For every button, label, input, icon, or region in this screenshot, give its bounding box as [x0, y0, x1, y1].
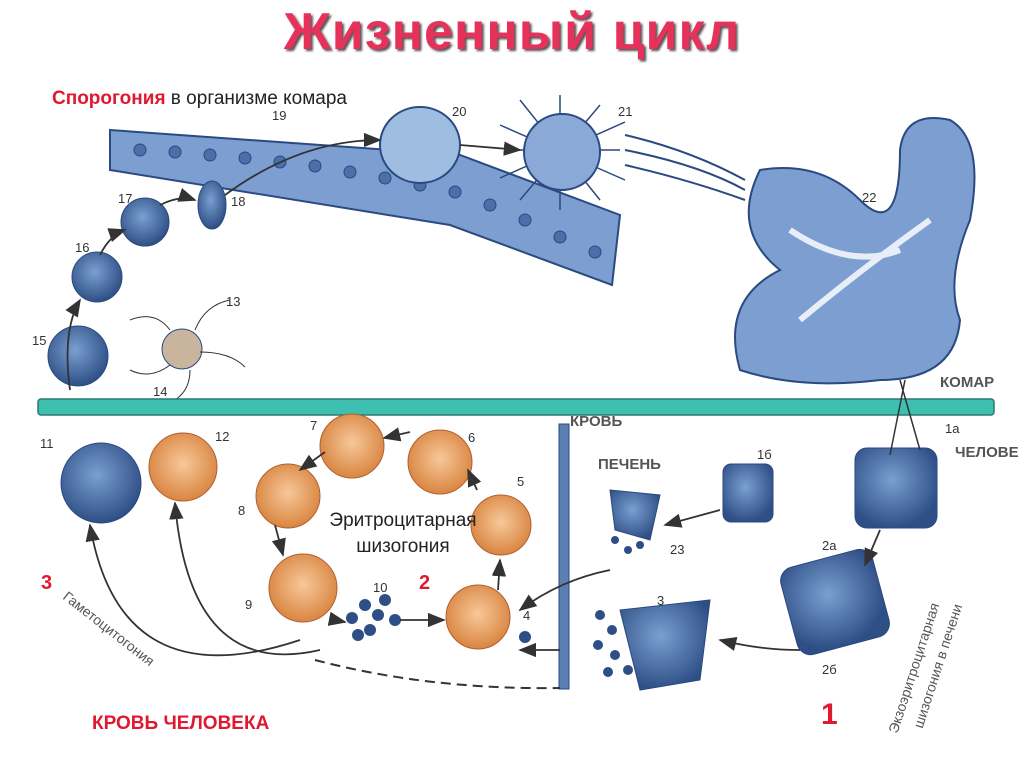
chelovek-label: ЧЕЛОВЕ — [955, 444, 1019, 461]
human-blood-label: КРОВЬ ЧЕЛОВЕКА — [92, 713, 269, 735]
stage-label: 22 — [862, 190, 876, 205]
marker-1: 1 — [821, 698, 838, 732]
stage-label: 15 — [32, 333, 46, 348]
stage-label: 23 — [670, 542, 684, 557]
sporozoite-entry — [890, 380, 920, 455]
stage-label: 1б — [757, 447, 772, 462]
stage-label: 8 — [238, 503, 245, 518]
stage-label: 16 — [75, 240, 89, 255]
stage-label: 5 — [517, 474, 524, 489]
erythro-line-2: шизогония — [303, 534, 503, 560]
stage-label: 12 — [215, 429, 229, 444]
stage-label: 4 — [523, 608, 530, 623]
dashed-return-path — [315, 660, 560, 688]
stage-label: 20 — [452, 104, 466, 119]
stage-label: 21 — [618, 104, 632, 119]
stage-label: 1а — [945, 421, 959, 436]
stage-label: 13 — [226, 294, 240, 309]
marker-3: 3 — [41, 572, 52, 595]
sporogony-stages — [48, 181, 245, 400]
krov-label: КРОВЬ — [570, 413, 622, 430]
liver-cells — [593, 448, 937, 690]
komar-label: КОМАР — [940, 374, 994, 391]
blood-liver-divider — [559, 424, 569, 689]
stage-label: 2б — [822, 662, 837, 677]
stage-label: 10 — [373, 580, 387, 595]
stage-label: 14 — [153, 384, 167, 399]
erythrocytic-schizogony-label: Эритроцитарная шизогония — [303, 508, 503, 560]
stage-label: 6 — [468, 430, 475, 445]
mosquito-human-divider — [38, 399, 994, 415]
stage-label: 18 — [231, 194, 245, 209]
stage-label: 17 — [118, 191, 132, 206]
stage-label: 2а — [822, 538, 836, 553]
stage-label: 11 — [40, 436, 54, 451]
salivary-gland — [735, 118, 975, 383]
marker-2: 2 — [419, 572, 430, 595]
erythro-line-1: Эритроцитарная — [303, 508, 503, 534]
stage-label: 7 — [310, 418, 317, 433]
stage-label: 9 — [245, 597, 252, 612]
stage-label: 3 — [657, 593, 664, 608]
stage-label: 19 — [272, 108, 286, 123]
pechen-label: ПЕЧЕНЬ — [598, 456, 661, 473]
